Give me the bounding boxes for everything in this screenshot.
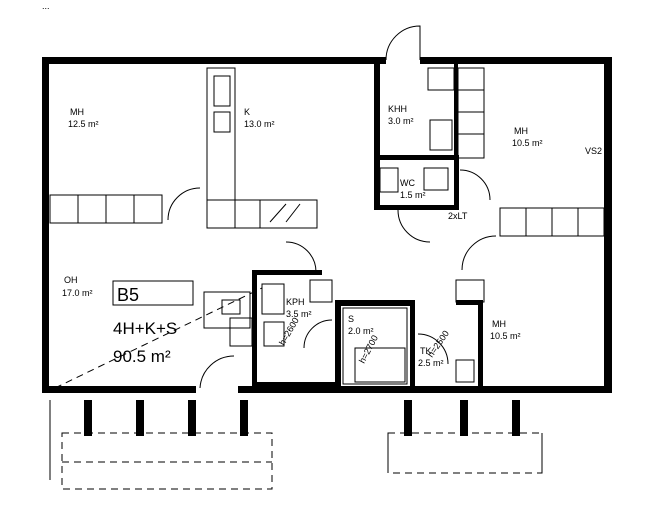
- room-k-area: 13.0 m²: [244, 119, 275, 129]
- apartment-id: B5: [117, 285, 139, 305]
- room-wc-area: 1.5 m²: [400, 190, 426, 200]
- fixtures: [49, 67, 605, 490]
- annotation-labels: VS2 2xLT h=2600 h=2700 h=2500: [277, 146, 602, 365]
- header-mark: ...: [42, 1, 50, 11]
- apartment-id-box: [112, 280, 194, 306]
- room-s-name: S: [348, 314, 354, 324]
- room-mh3-area: 10.5 m²: [490, 331, 521, 341]
- room-tk-area: 2.5 m²: [418, 358, 444, 368]
- room-labels: MH 12.5 m² K 13.0 m² KHH 3.0 m² MH 10.5 …: [62, 104, 543, 368]
- room-oh-area: 17.0 m²: [62, 288, 93, 298]
- height-2600-label: h=2600: [277, 316, 301, 347]
- door-swings: [167, 25, 497, 389]
- apartment-type: 4H+K+S: [113, 319, 177, 338]
- room-tk-name: TK: [420, 346, 432, 356]
- room-wc-name: WC: [400, 178, 415, 188]
- room-mh2-area: 10.5 m²: [512, 138, 543, 148]
- room-k-name: K: [244, 107, 250, 117]
- dimension-line: [54, 287, 263, 389]
- room-mh2-name: MH: [514, 126, 528, 136]
- room-s-area: 2.0 m²: [348, 326, 374, 336]
- door-2xlt-label: 2xLT: [448, 211, 468, 221]
- room-mh1-area: 12.5 m²: [68, 119, 99, 129]
- vs2-label: VS2: [585, 146, 602, 156]
- height-2700-label: h=2700: [357, 333, 380, 364]
- balcony-supports: [84, 400, 520, 436]
- room-kph-area: 3.5 m²: [286, 309, 312, 319]
- interior-walls: [252, 60, 483, 388]
- room-oh-name: OH: [64, 275, 78, 285]
- apartment-total-area: 90.5 m²: [113, 347, 171, 366]
- room-khh-area: 3.0 m²: [388, 116, 414, 126]
- room-kph-name: KPH: [286, 297, 305, 307]
- outer-walls: [42, 57, 612, 393]
- room-mh3-name: MH: [492, 319, 506, 329]
- height-2500-label: h=2500: [425, 329, 451, 360]
- apartment-label: B5 4H+K+S 90.5 m²: [112, 280, 194, 366]
- room-khh-name: KHH: [388, 104, 407, 114]
- room-mh1-name: MH: [70, 107, 84, 117]
